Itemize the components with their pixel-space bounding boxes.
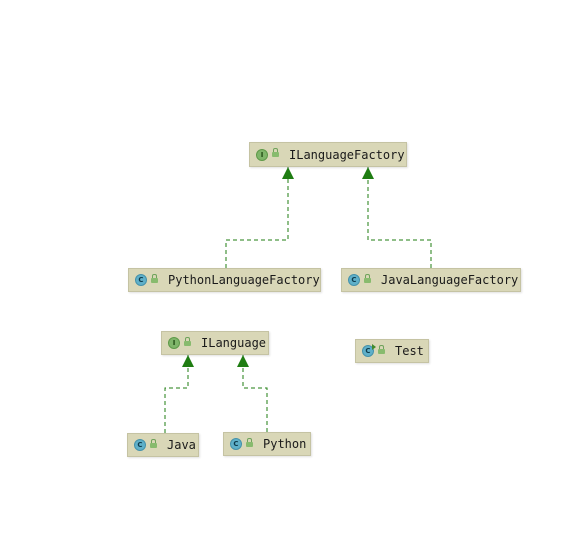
class-icon: C bbox=[135, 274, 147, 286]
edge-line bbox=[164, 355, 189, 433]
node-javalanguagefactory[interactable]: C JavaLanguageFactory bbox=[341, 268, 521, 292]
lock-icon bbox=[364, 273, 371, 284]
node-java[interactable]: C Java bbox=[127, 433, 199, 457]
arrowhead bbox=[237, 355, 249, 367]
edge-javalanguagefactory-to-ilanguagefactory bbox=[362, 167, 432, 268]
node-label: Test bbox=[395, 344, 424, 358]
node-label: Java bbox=[167, 438, 196, 452]
node-pythonlanguagefactory[interactable]: C PythonLanguageFactory bbox=[128, 268, 321, 292]
edge-java-to-ilanguage bbox=[164, 355, 194, 433]
edge-pythonlanguagefactory-to-ilanguagefactory bbox=[225, 167, 294, 268]
node-label: Python bbox=[263, 437, 307, 451]
edge-line bbox=[225, 167, 289, 268]
arrowhead bbox=[182, 355, 194, 367]
node-label: PythonLanguageFactory bbox=[168, 273, 320, 287]
lock-icon bbox=[151, 273, 158, 284]
lock-icon bbox=[246, 437, 253, 448]
class-icon: C bbox=[230, 438, 242, 450]
lock-icon bbox=[184, 336, 191, 347]
class-icon: C bbox=[134, 439, 146, 451]
edge-line bbox=[242, 355, 268, 432]
arrowhead bbox=[362, 167, 374, 179]
lock-icon bbox=[378, 344, 385, 355]
node-ilanguagefactory[interactable]: I ILanguageFactory bbox=[249, 142, 407, 167]
lock-icon bbox=[150, 438, 157, 449]
interface-icon: I bbox=[168, 337, 180, 349]
node-label: ILanguageFactory bbox=[289, 147, 405, 162]
interface-icon: I bbox=[256, 148, 268, 161]
node-label: JavaLanguageFactory bbox=[381, 273, 519, 287]
node-test[interactable]: C Test bbox=[355, 339, 429, 363]
edge-line bbox=[367, 167, 432, 268]
node-ilanguage[interactable]: I ILanguage bbox=[161, 331, 269, 355]
arrowhead bbox=[282, 167, 294, 179]
lock-icon bbox=[272, 148, 279, 158]
node-label: ILanguage bbox=[201, 336, 267, 350]
edge-python-to-ilanguage bbox=[237, 355, 268, 432]
class-icon: C bbox=[348, 274, 360, 286]
node-python[interactable]: C Python bbox=[223, 432, 311, 456]
runnable-class-icon: C bbox=[362, 344, 376, 357]
